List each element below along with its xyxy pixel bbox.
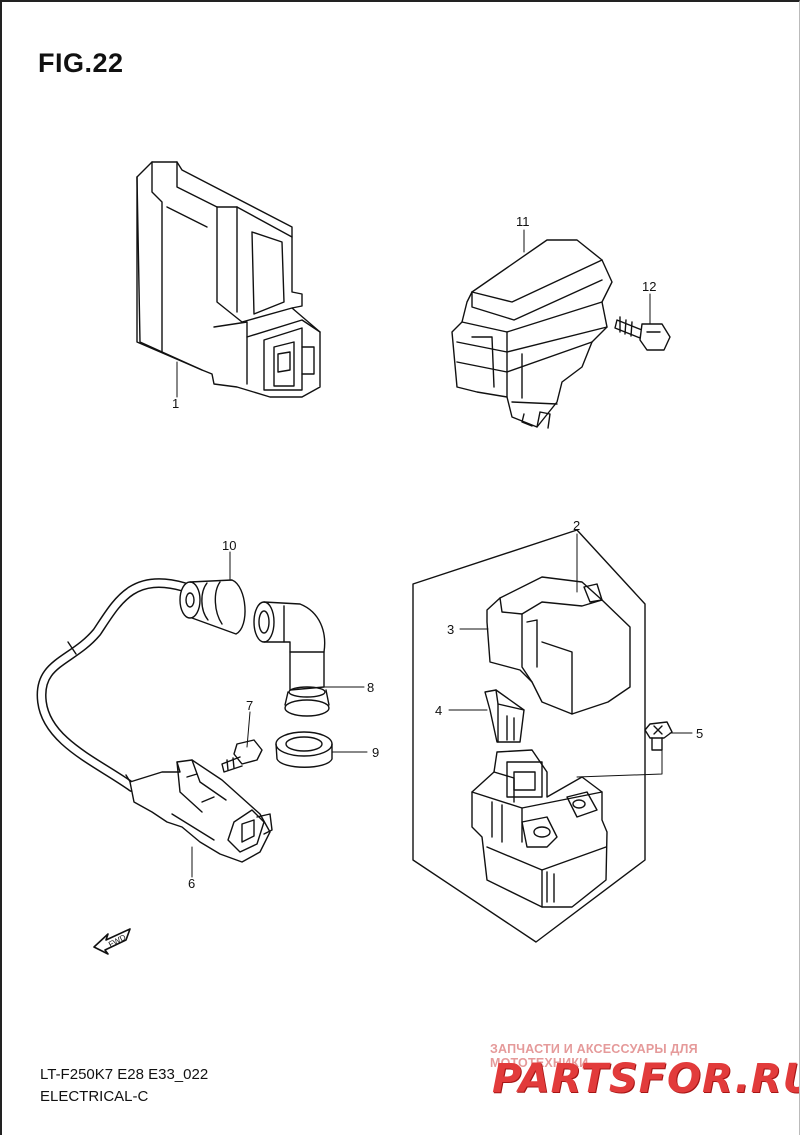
leader-lines — [176, 229, 693, 878]
figure-code: LT-F250K7 E28 E33_022 — [40, 1066, 209, 1083]
callout-2: 2 — [573, 518, 580, 533]
part-6-ignition-coil — [36, 578, 273, 863]
callout-1: 1 — [172, 396, 179, 411]
callout-6: 6 — [188, 876, 195, 891]
part-2-starter-relay-frame — [412, 529, 646, 943]
fwd-direction-arrow — [93, 928, 131, 955]
part-5-screw — [644, 721, 673, 751]
callout-8: 8 — [367, 680, 374, 695]
part-8-plug-cap — [253, 601, 330, 717]
part-3-relay-cover — [486, 576, 631, 715]
callout-5: 5 — [696, 726, 703, 741]
part-1-cdi-unit — [136, 161, 321, 398]
callout-10: 10 — [222, 538, 236, 553]
watermark-brand: PARTSFOR.RU — [492, 1056, 800, 1102]
part-11-regulator — [451, 239, 613, 429]
starter-relay-body — [471, 749, 608, 908]
part-9-seal — [275, 731, 333, 768]
callout-11: 11 — [516, 214, 530, 229]
callout-3: 3 — [447, 622, 454, 637]
part-10-grommet — [179, 579, 246, 635]
callout-9: 9 — [372, 745, 379, 760]
part-4-fuse — [484, 689, 525, 743]
part-12-bolt — [614, 316, 671, 351]
watermark-tagline: ЗАПЧАСТИ И АКСЕССУАРЫ ДЛЯ МОТОТЕХНИКИ — [490, 1042, 698, 1070]
figure-subtitle: ELECTRICAL-C — [40, 1088, 149, 1105]
part-7-bolt — [221, 739, 263, 773]
callout-7: 7 — [246, 698, 253, 713]
callout-12: 12 — [642, 279, 656, 294]
callout-4: 4 — [435, 703, 442, 718]
figure-title: FIG.22 — [38, 48, 124, 78]
